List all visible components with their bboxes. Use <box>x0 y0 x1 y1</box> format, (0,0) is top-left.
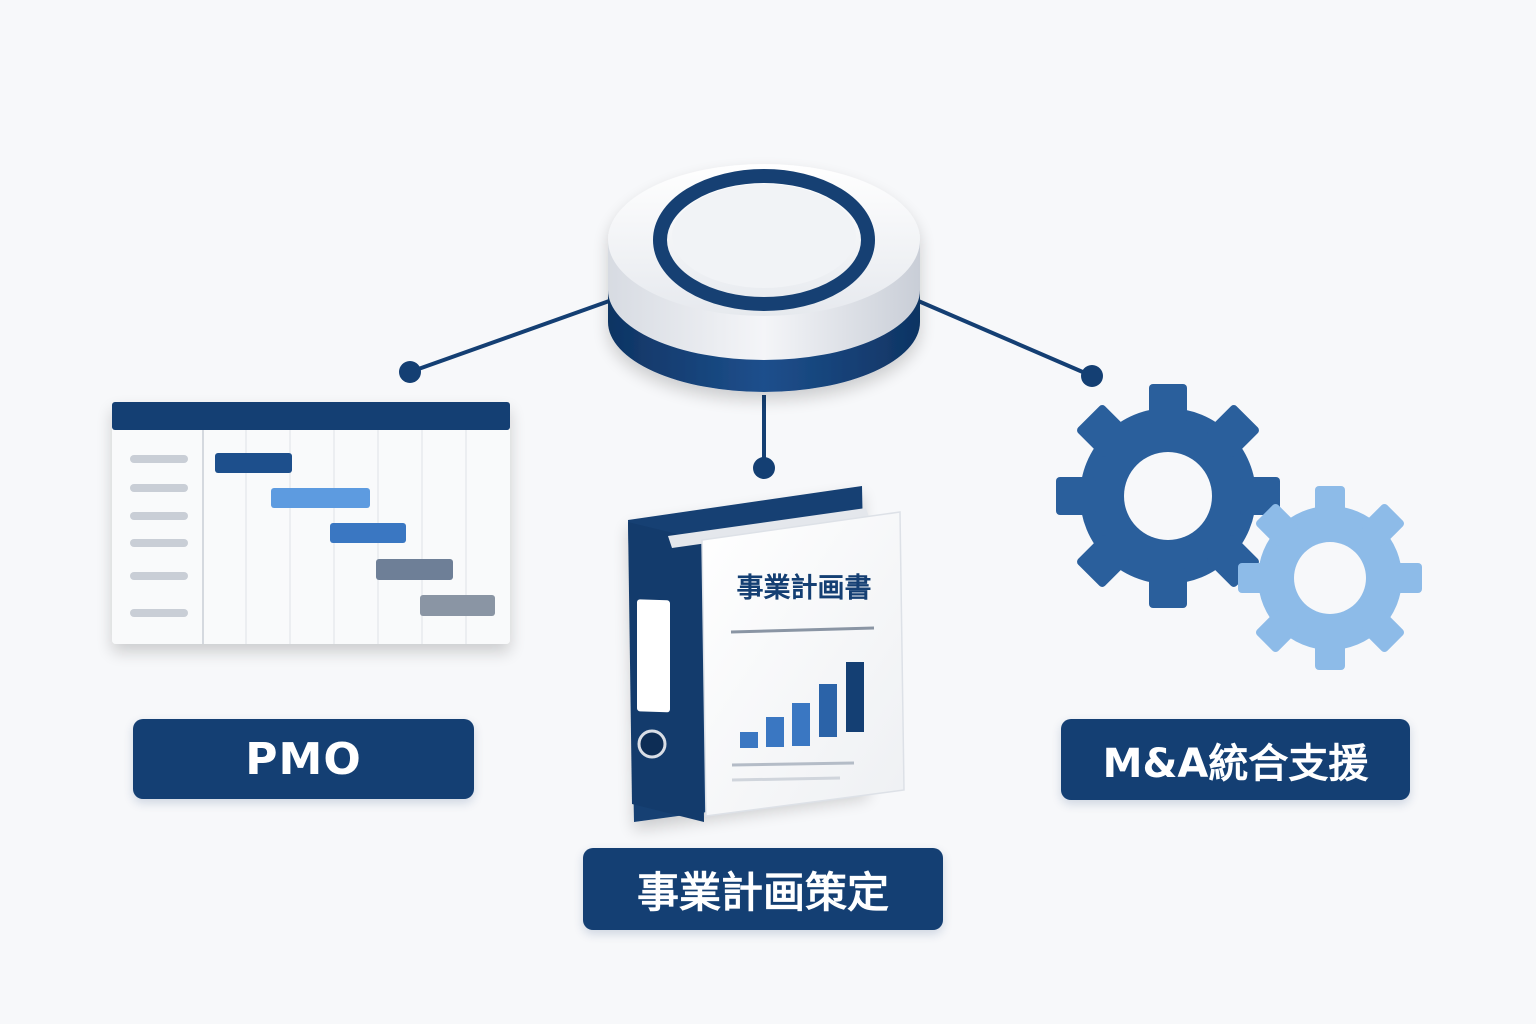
connector-dot-pmo <box>399 361 421 383</box>
gantt-bar-4 <box>376 559 453 580</box>
connector-mna <box>915 298 1093 378</box>
gantt-bar-1 <box>215 453 292 473</box>
binder-title: 事業計画書 <box>736 573 872 604</box>
connector-pmo <box>409 298 613 374</box>
gear-large <box>1056 384 1280 608</box>
label-business-plan: 事業計画策定 <box>583 848 943 930</box>
gantt-bar-2 <box>271 488 370 508</box>
gantt-chart-icon <box>112 402 510 644</box>
connector-dot-mna <box>1081 365 1103 387</box>
label-pmo: PMO <box>133 719 474 799</box>
label-mna-integration: M&A統合支援 <box>1061 719 1410 800</box>
business-plan-binder-icon <box>628 486 905 822</box>
hub-disc-icon <box>608 164 920 392</box>
gantt-bar-3 <box>330 523 406 543</box>
binder-bar-chart <box>740 662 864 748</box>
connector-lines <box>399 298 1103 479</box>
gantt-bar-5 <box>420 595 495 616</box>
connector-dot-plan <box>753 457 775 479</box>
gear-small <box>1238 486 1422 670</box>
gears-icon <box>1056 384 1422 670</box>
